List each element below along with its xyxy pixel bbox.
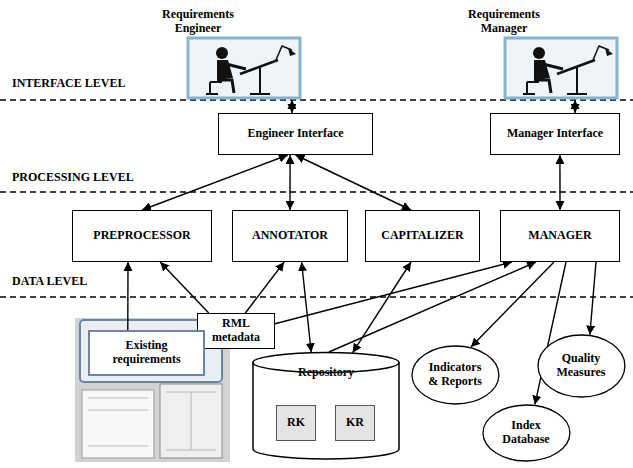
node-label: Requirements Engineer [152,8,244,36]
process-box: CAPITALIZER [365,210,480,262]
node-label: Engineer Interface [247,127,343,141]
node-label: CAPITALIZER [381,229,463,243]
database-cylinder: RepositoryRK KR [252,352,400,460]
dashed-separator [0,191,633,192]
person-body [534,60,550,80]
connector-arrow [574,100,575,113]
chair [206,82,222,94]
lamp-head [288,48,296,56]
connector-arrow [275,262,512,324]
node-label: Repository [298,366,354,380]
connector-arrow [245,262,284,313]
connector-arrow [127,262,129,330]
connector-arrow [142,155,288,210]
node-label: RML metadata [205,317,267,345]
actor-figure: Requirements Manager [452,4,622,100]
connector-arrow [296,155,412,210]
node-label: Index Database [494,419,558,447]
person-arm [226,64,246,69]
node-label: Manager Interface [507,127,603,141]
binder-detail [88,398,148,446]
connector-arrow [160,262,209,313]
process-box: Engineer Interface [218,113,373,155]
level-label: INTERFACE LEVEL [12,76,125,91]
desk-stand [250,68,270,94]
level-label: DATA LEVEL [12,274,87,289]
person-head [216,47,228,59]
output-ellipse: Quality Measures [537,334,626,398]
actor-figure: Requirements Engineer [148,4,302,100]
icon-frame [188,38,300,98]
level-label: PROCESSING LEVEL [12,170,134,185]
output-ellipse: Indicators & Reports [411,345,500,405]
manager-icon [505,38,617,98]
connector-arrow [291,100,292,113]
process-box: ANNOTATOR [232,210,348,262]
lamp-head [605,48,613,56]
person-body [217,60,233,80]
connector-arrow [289,155,290,210]
dashed-separator [0,296,633,297]
ellipse-shape [483,405,570,461]
desk-stand [567,68,587,94]
node-label: Quality Measures [549,352,613,380]
connector-arrow [590,262,596,335]
connector-arrow [559,155,560,210]
engineer-icon [188,38,300,98]
label-card [80,320,222,382]
binder-shape [82,390,154,458]
node-label: ANNOTATOR [252,229,328,243]
node-label: Indicators & Reports [423,361,487,389]
node-label: Requirements Manager [456,8,552,36]
ellipse-shape [412,346,499,404]
process-box: RML metadata [197,313,275,349]
node-label: RK [287,416,305,430]
node-label: Existing requirements [97,339,197,367]
binder-shape [160,384,222,458]
level-separators [0,100,633,297]
process-box: Manager Interface [490,113,620,155]
store-box: KR [335,405,375,441]
ellipse-shape [538,335,625,397]
process-box: MANAGER [500,210,620,262]
connector-arrow [353,262,411,353]
store-box: RK [276,405,316,441]
connector-arrow [471,262,554,347]
person-head [533,47,545,59]
chair [523,82,539,94]
connector-arrow [302,262,312,352]
document-label: Existing requirements [88,330,205,376]
output-ellipse: Index Database [482,404,571,462]
icon-frame [505,38,617,98]
binder-detail [166,392,216,450]
node-label: KR [346,416,364,430]
node-label: PREPROCESSOR [93,229,190,243]
person-arm [543,64,563,69]
node-label: MANAGER [528,229,591,243]
connector-arrow [329,262,536,352]
process-box: PREPROCESSOR [72,210,212,262]
cylinder-body [253,362,399,459]
dashed-separator [0,99,633,100]
